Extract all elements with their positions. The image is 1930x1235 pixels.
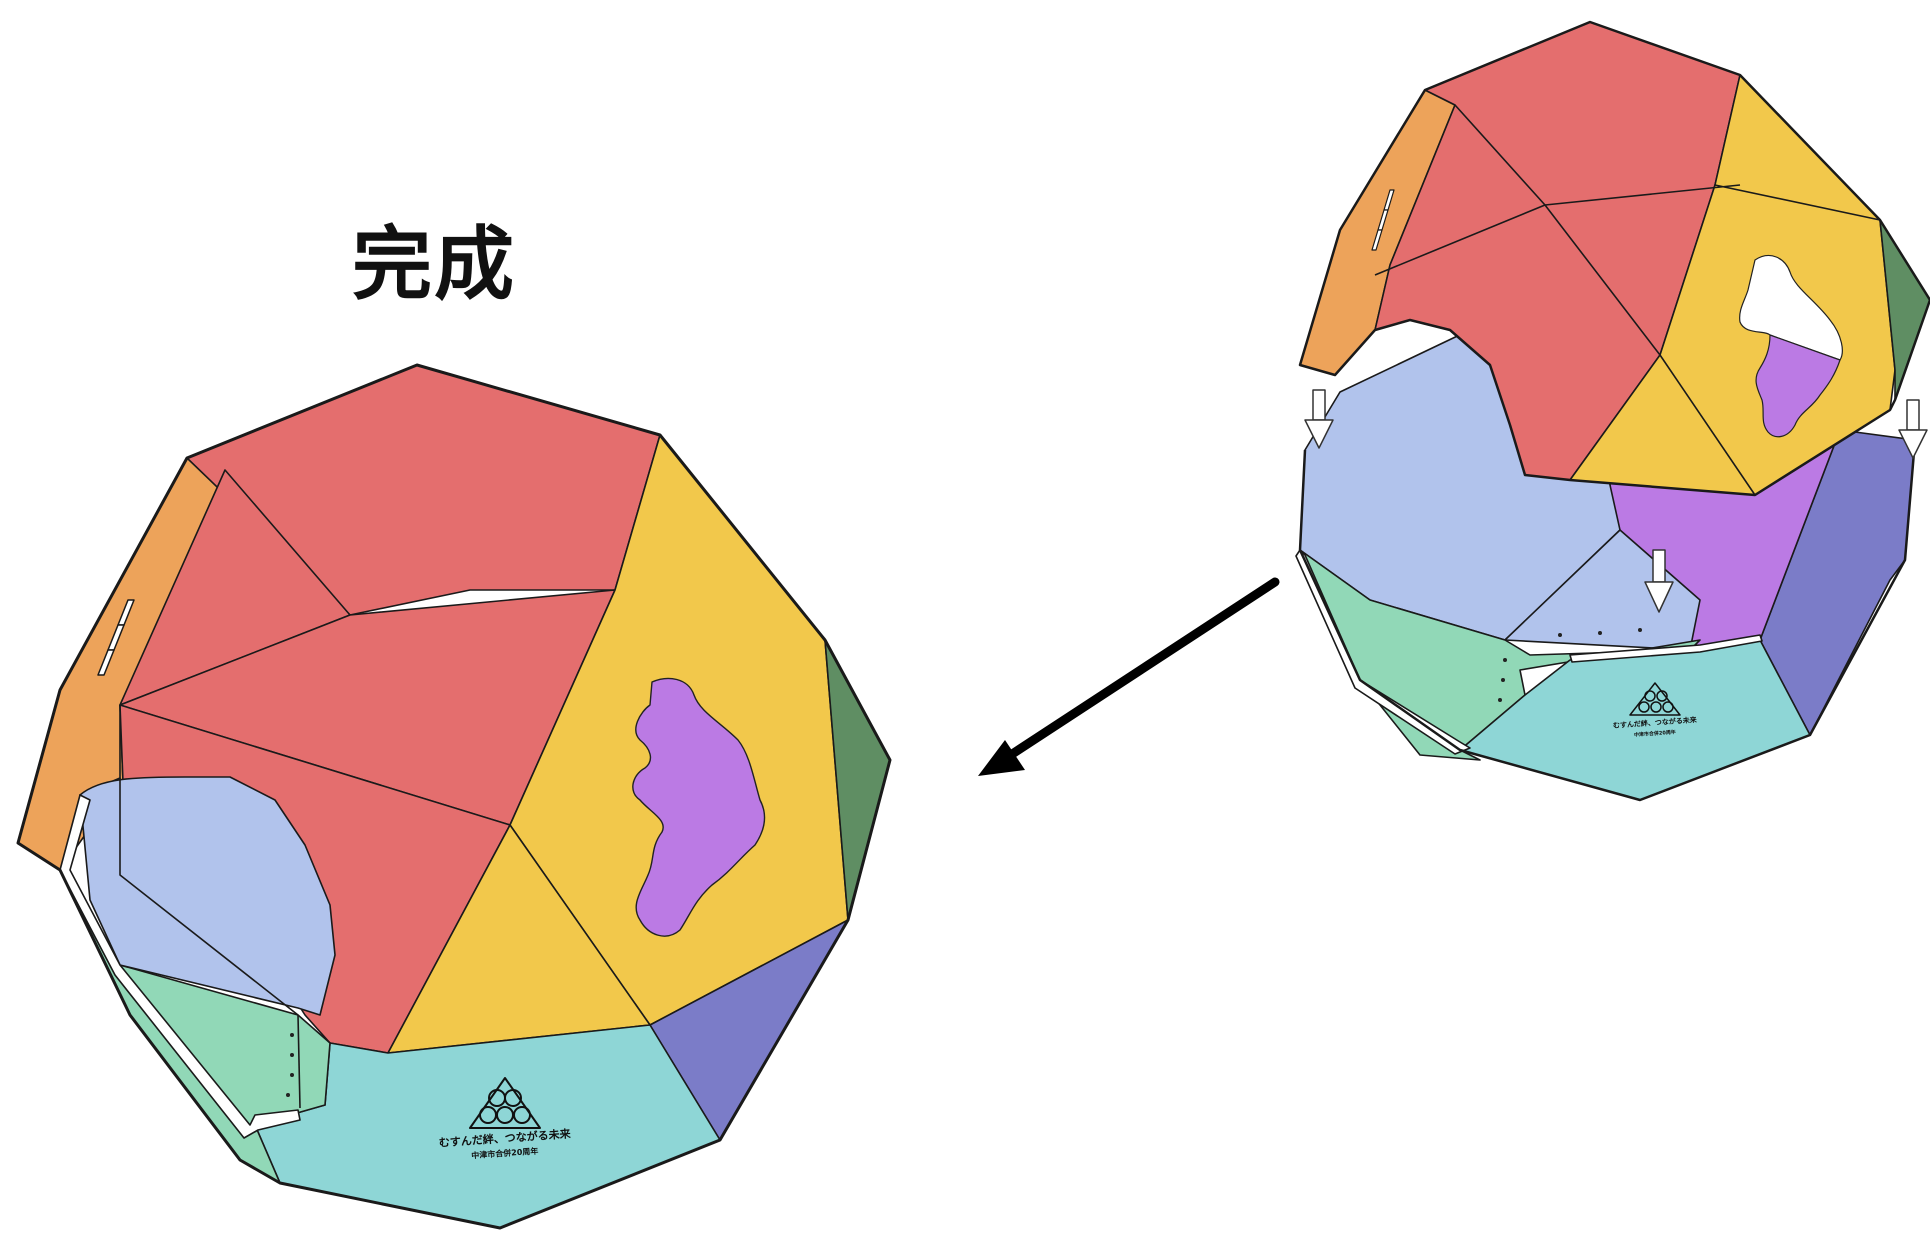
- dome-edge-line: [119, 705, 299, 1016]
- dome-outline: [16, 363, 892, 1230]
- lower-rim: [1295, 549, 1471, 755]
- island-shape-icon-small: [1755, 334, 1841, 438]
- logo-subtitle: 中津市合併20周年: [471, 1146, 539, 1161]
- down-arrow-icon: [1644, 549, 1674, 613]
- island-hole: [1739, 255, 1843, 361]
- logo-icon-small: [1629, 682, 1681, 716]
- vent-icon: [97, 599, 135, 676]
- direction-arrow-icon: [978, 577, 1280, 776]
- down-arrow-icon: [1304, 389, 1334, 449]
- upper-outline: [1298, 20, 1930, 497]
- dome-opening-light-blue: [79, 776, 336, 1016]
- logo-subtitle-small: 中津市合併20周年: [1634, 729, 1676, 739]
- completed-title: 完成: [352, 218, 516, 311]
- lower-outline: [1298, 439, 1917, 802]
- lower-rim-right: [1569, 634, 1763, 663]
- rivet-dots: [1498, 628, 1642, 702]
- down-arrow-icon: [1898, 399, 1928, 459]
- lower-panel-light-blue-right: [1504, 529, 1701, 651]
- exploded-dome: むすんだ絆、つながる未来 中津市合併20周年: [1295, 20, 1930, 802]
- rivet-dots: [286, 1033, 294, 1097]
- vent-icon-small: [1371, 189, 1395, 251]
- completed-dome: むすんだ絆、つながる未来 中津市合併20周年: [16, 363, 892, 1230]
- dome-edge-line: [297, 1014, 301, 1109]
- logo-icon: [469, 1077, 541, 1129]
- island-shape-icon: [632, 677, 766, 937]
- upper-panel-lines: [1374, 104, 1881, 496]
- dome-rim: [59, 794, 301, 1139]
